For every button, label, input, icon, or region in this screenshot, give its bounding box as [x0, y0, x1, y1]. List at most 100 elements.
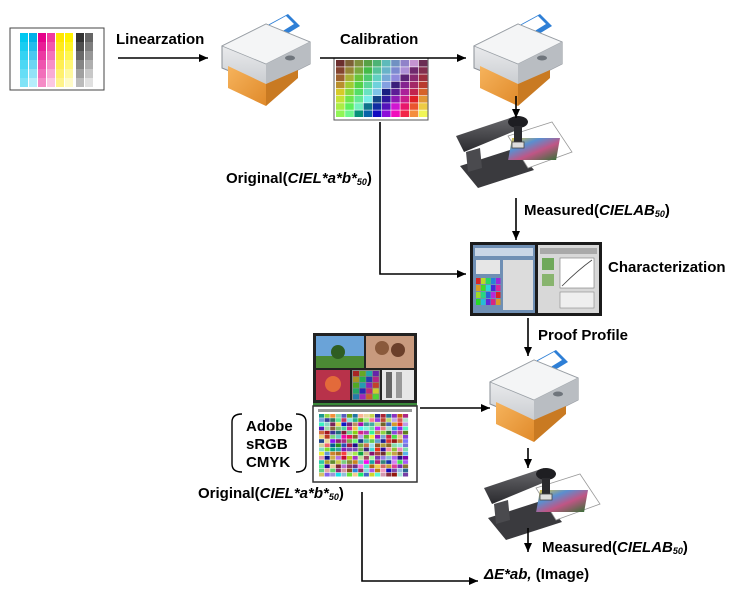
swatch [85, 69, 93, 78]
test-target-icon [312, 405, 418, 483]
swatch [341, 456, 347, 460]
swatch [85, 78, 93, 87]
swatch [380, 460, 386, 464]
measured-top-label: Measured(CIELAB50) [524, 202, 670, 219]
swatch [372, 382, 379, 388]
measured-bottom-label: Measured(CIELAB50) [542, 539, 688, 556]
swatch [375, 443, 381, 448]
swatch [353, 394, 359, 400]
swatch [347, 456, 353, 460]
swatch [380, 447, 386, 452]
swatch [324, 422, 330, 427]
swatch [382, 88, 391, 96]
swatch [397, 451, 403, 456]
swatch [335, 447, 341, 452]
swatch [336, 74, 345, 81]
test-images-icon [313, 333, 417, 406]
swatch [386, 447, 392, 452]
swatch [56, 60, 64, 69]
swatch [335, 426, 341, 431]
swatch [391, 426, 397, 431]
swatch [409, 96, 419, 103]
swatch [358, 447, 364, 452]
swatch [358, 451, 364, 456]
swatch [380, 456, 386, 460]
swatch [403, 472, 409, 477]
swatch [400, 60, 409, 67]
swatch [372, 88, 382, 96]
swatch [319, 447, 325, 452]
swatch [491, 278, 496, 284]
swatch [47, 69, 55, 78]
delta-e-label: ΔE*ab, (Image) [484, 566, 590, 583]
swatch [372, 81, 382, 89]
swatch [380, 451, 386, 456]
swatch [359, 394, 366, 400]
swatch [324, 460, 330, 464]
swatch [56, 69, 64, 78]
swatch [386, 460, 392, 464]
swatch [347, 414, 353, 418]
swatch [358, 439, 364, 443]
swatch [363, 439, 369, 443]
swatch [352, 472, 358, 477]
swatch [65, 51, 73, 60]
swatch [375, 426, 381, 431]
swatch [352, 456, 358, 460]
spectrophotometer-icon [483, 467, 601, 541]
swatch [347, 418, 353, 422]
swatch [375, 460, 381, 464]
swatch [330, 435, 336, 439]
swatch [358, 426, 364, 431]
swatch [56, 42, 64, 51]
swatch [380, 422, 386, 427]
swatch [369, 472, 375, 477]
swatch [335, 460, 341, 464]
swatch [366, 394, 373, 400]
swatch [76, 69, 84, 78]
swatch [20, 51, 28, 60]
swatch [85, 42, 93, 51]
swatch [56, 78, 64, 87]
swatch [400, 110, 409, 117]
swatch [336, 60, 345, 67]
swatch [341, 460, 347, 464]
swatch [341, 430, 347, 435]
swatch [76, 60, 84, 69]
arrow-original-to-delta [361, 492, 478, 585]
swatch [335, 418, 341, 422]
swatch [38, 33, 46, 42]
swatch [380, 414, 386, 418]
swatch [363, 456, 369, 460]
swatch [335, 464, 341, 469]
swatch [491, 285, 496, 291]
swatch [335, 422, 341, 427]
swatch [400, 81, 409, 89]
swatch [380, 418, 386, 422]
swatch [375, 435, 381, 439]
swatch [353, 382, 359, 388]
swatch [391, 464, 397, 469]
swatch [375, 472, 381, 477]
swatch [347, 472, 353, 477]
swatch [372, 376, 379, 382]
swatch [352, 435, 358, 439]
swatch [418, 81, 428, 89]
swatch [391, 422, 397, 427]
swatch [354, 88, 363, 96]
swatch [397, 464, 403, 469]
swatch [403, 418, 409, 422]
swatch [391, 67, 400, 74]
swatch [341, 422, 347, 427]
swatch [363, 447, 369, 452]
swatch [391, 430, 397, 435]
swatch [352, 439, 358, 443]
swatch [372, 67, 382, 74]
swatch [29, 60, 37, 69]
swatch [47, 42, 55, 51]
swatch [38, 51, 46, 60]
swatch [369, 418, 375, 422]
swatch [341, 435, 347, 439]
printer-icon [473, 13, 563, 107]
swatch [324, 430, 330, 435]
